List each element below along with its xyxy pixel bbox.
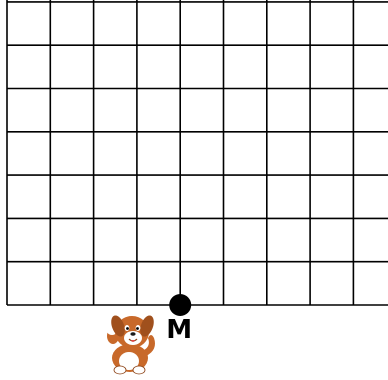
- point-marker: [169, 294, 191, 316]
- grid-lines: [7, 0, 388, 305]
- point-label: M: [166, 315, 192, 345]
- puppy-icon: [107, 314, 156, 374]
